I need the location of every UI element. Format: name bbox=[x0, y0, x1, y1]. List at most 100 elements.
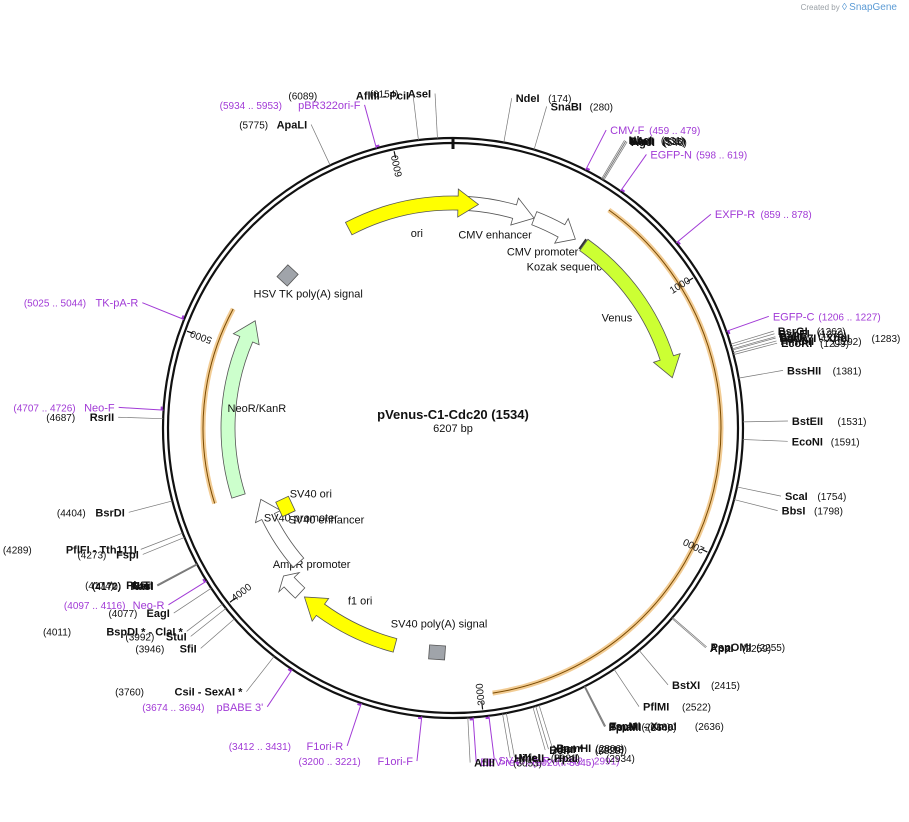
primer-f1ori-f[interactable]: F1ori-F(3200 .. 3221) bbox=[298, 716, 423, 768]
enzyme-ppumi[interactable]: PpuMI(2640) bbox=[583, 686, 676, 734]
enzyme-bsshii[interactable]: BssHII(1381) bbox=[738, 365, 862, 379]
enzyme-position: (3992) bbox=[125, 632, 154, 643]
enzyme-ecori[interactable]: EcoRI(1299) bbox=[733, 338, 849, 355]
enzyme-position: (4171) bbox=[92, 582, 121, 593]
enzyme-hincii-hpai[interactable]: HincII - HpaI(2934) bbox=[502, 713, 635, 765]
enzyme-position: (1279) bbox=[818, 333, 847, 344]
orf-arcs bbox=[200, 207, 724, 696]
enzyme-bglii[interactable]: BglII(1279) bbox=[731, 332, 847, 350]
enzyme-bspdi-clai[interactable]: BspDI * - ClaI *(4011) bbox=[43, 603, 223, 638]
enzyme-eagi[interactable]: EagI(4077) bbox=[108, 587, 212, 620]
enzyme-position: (535) bbox=[662, 137, 685, 148]
enzyme-name: MfeI bbox=[519, 752, 541, 764]
enzyme-fspi[interactable]: FspI(4273) bbox=[77, 537, 185, 561]
enzyme-name: CsiI - SexAI * bbox=[175, 687, 244, 699]
enzyme-name: PpuMI bbox=[608, 722, 641, 734]
tick-mark bbox=[229, 597, 236, 603]
enzyme-bamhi[interactable]: BamHI(2806) bbox=[538, 704, 624, 755]
primer-position: (3026 .. 3045) bbox=[532, 758, 594, 769]
enzyme-position: (4174) bbox=[85, 581, 114, 592]
enzyme-name: SmaI bbox=[609, 721, 635, 733]
primer-pbr322ori-f[interactable]: pBR322ori-F(5934 .. 5953) bbox=[220, 100, 380, 149]
primer-neo-f[interactable]: Neo-F(4707 .. 4726) bbox=[13, 402, 164, 414]
enzyme-paer7i-xhoi[interactable]: PaeR7I - XhoI(1283) bbox=[732, 333, 900, 351]
primer-tk-pa-r[interactable]: TK-pA-R(5025 .. 5044) bbox=[24, 298, 185, 320]
primer-exfp-r[interactable]: EXFP-R(859 .. 878) bbox=[675, 209, 812, 246]
enzyme-scai[interactable]: ScaI(1754) bbox=[736, 486, 846, 503]
feature-label: f1 ori bbox=[348, 596, 372, 608]
enzyme-position: (280) bbox=[590, 102, 613, 113]
enzyme-position: (4273) bbox=[77, 550, 106, 561]
enzyme-bstxi[interactable]: BstXI(2415) bbox=[638, 650, 740, 692]
enzyme-mfei[interactable]: MfeI (2921) bbox=[505, 713, 580, 764]
enzyme-name: AfeI bbox=[630, 136, 651, 148]
enzyme-apali[interactable]: ApaLI(5775) bbox=[239, 120, 331, 166]
enzyme-name: PflMI bbox=[643, 702, 669, 714]
enzyme-hindiii[interactable]: HindIII(1292) bbox=[732, 336, 862, 353]
enzyme-rsrii[interactable]: RsrII(4687) bbox=[46, 412, 164, 424]
enzyme-position: (2806) bbox=[595, 744, 624, 755]
feature-sv40-poly-a-signal: SV40 poly(A) signal bbox=[391, 618, 487, 661]
primer-egfp-n[interactable]: EGFP-N (598 .. 619) bbox=[620, 149, 747, 193]
enzyme-bbsi[interactable]: BbsI(1798) bbox=[733, 499, 843, 518]
enzyme-position: (4404) bbox=[57, 508, 86, 519]
enzyme-pspomi[interactable]: PspOMI(2255) bbox=[672, 617, 786, 654]
snapgene-credit: Created by ◊ SnapGene bbox=[801, 2, 897, 13]
enzyme-csii-sexai[interactable]: CsiI - SexAI *(3760) bbox=[115, 656, 275, 699]
feature-label: SV40 enhancer bbox=[288, 515, 364, 527]
primer-pbabe-3[interactable]: pBABE 3'(3674 .. 3694) bbox=[142, 668, 293, 714]
enzyme-stui[interactable]: StuI (3992) bbox=[125, 608, 227, 643]
feature-label: SV40 ori bbox=[290, 489, 332, 501]
enzyme-position: (2921) bbox=[551, 753, 580, 764]
enzyme-afliii-pcii[interactable]: AflIII - PciI(6089) bbox=[288, 90, 419, 141]
enzyme-position: (1754) bbox=[817, 492, 846, 503]
enzyme-bsrgi[interactable]: BsrGI(1262) bbox=[730, 326, 846, 345]
enzyme-pluti[interactable]: PluTI(4174) bbox=[85, 563, 197, 592]
enzyme-position: (174) bbox=[548, 94, 571, 105]
enzyme-sfoi[interactable]: SfoI(4172) bbox=[92, 563, 198, 592]
feature-label: CMV enhancer bbox=[458, 229, 532, 241]
enzyme-name: BsrGI bbox=[778, 326, 808, 338]
enzyme-agei[interactable]: AgeI(540) bbox=[603, 137, 687, 181]
primer-ebv-rev[interactable]: EBV-rev(3026 .. 3045) bbox=[469, 717, 595, 769]
enzyme-bspei[interactable]: BspEI(1270) bbox=[731, 329, 846, 347]
enzyme-afei[interactable]: AfeI(536) bbox=[602, 136, 686, 180]
enzyme-nhei[interactable]: NheI(531) bbox=[601, 135, 684, 180]
enzyme-name: StuI bbox=[166, 631, 187, 643]
enzyme-bsrdi[interactable]: BsrDI(4404) bbox=[57, 500, 173, 519]
enzyme-bsteii[interactable]: BstEII(1531) bbox=[742, 416, 866, 428]
enzyme-name: EcoNI bbox=[792, 436, 823, 448]
enzyme-smai[interactable]: SmaI(2638) bbox=[584, 686, 671, 733]
enzyme-bcli[interactable]: BclI *(2828) bbox=[532, 706, 624, 757]
enzyme-name: XbaI * bbox=[552, 744, 583, 756]
enzyme-pflmi[interactable]: PflMI(2522) bbox=[613, 668, 711, 714]
enzyme-tspmi-xmai[interactable]: TspMI - XmaI(2636) bbox=[584, 685, 724, 733]
enzyme-ndei[interactable]: NdeI(174) bbox=[503, 93, 572, 143]
enzyme-sfii[interactable]: SfiI(3946) bbox=[135, 618, 235, 656]
enzyme-position: (1292) bbox=[833, 337, 862, 348]
enzyme-pflfi-tth111i[interactable]: PflFI - Tth111I (4289) bbox=[3, 532, 183, 556]
enzyme-apai[interactable]: ApaI(2259) bbox=[671, 618, 771, 655]
enzyme-position: (4289) bbox=[3, 545, 32, 556]
enzyme-econi[interactable]: EcoNI(1591) bbox=[742, 436, 860, 448]
enzyme-xbai[interactable]: XbaI * (2818) bbox=[535, 705, 627, 756]
enzyme-name: BstXI bbox=[672, 680, 700, 692]
plasmid-name: pVenus-C1-Cdc20 (1534) bbox=[377, 407, 529, 422]
primer-f1ori-r[interactable]: F1ori-R(3412 .. 3431) bbox=[229, 702, 362, 753]
primer-neo-r[interactable]: Neo-R(4097 .. 4116) bbox=[64, 578, 207, 612]
enzyme-position: (2828) bbox=[595, 746, 624, 757]
enzyme-position: (2818) bbox=[598, 745, 627, 756]
primer-egfp-c[interactable]: EGFP-C(1206 .. 1227) bbox=[726, 311, 881, 335]
primer-name: EGFP-N bbox=[650, 149, 692, 161]
enzyme-aflii[interactable]: AflII(3053) bbox=[467, 717, 542, 770]
primer-sv40pa-r[interactable]: SV40pA-R(2972 .. 2991) bbox=[485, 715, 620, 768]
enzyme-name: RsrII bbox=[90, 412, 114, 424]
enzyme-position: (4077) bbox=[108, 609, 137, 620]
enzyme-name: AgeI bbox=[631, 137, 655, 149]
primer-cmv-f[interactable]: CMV-F(459 .. 479) bbox=[585, 125, 701, 171]
enzyme-snabi[interactable]: SnaBI(280) bbox=[533, 101, 613, 150]
enzyme-name: BssHII bbox=[787, 365, 821, 377]
enzyme-name: PflFI - Tth111I bbox=[66, 544, 137, 556]
tick-label: 1000 bbox=[668, 275, 693, 296]
primer-position: (598 .. 619) bbox=[696, 150, 747, 161]
